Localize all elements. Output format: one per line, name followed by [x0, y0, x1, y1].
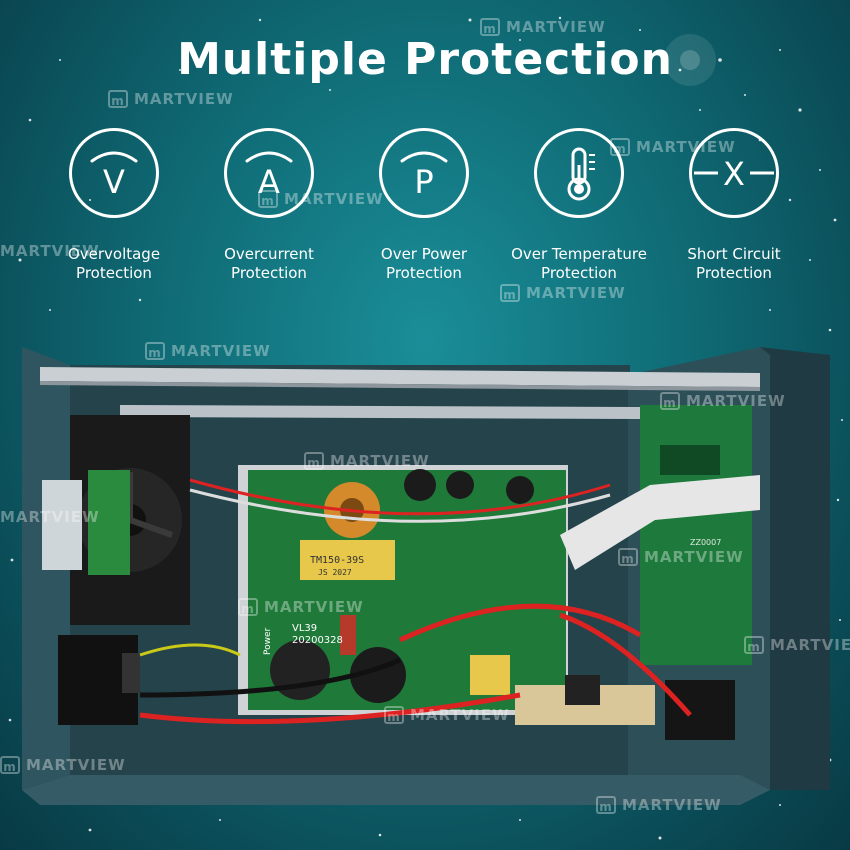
feature-label-line1: Overvoltage	[67, 245, 161, 263]
short-circuit-glyph: X	[723, 155, 745, 193]
transformer-sublabel: JS 2027	[318, 568, 352, 577]
feature-label-line2: Protection	[696, 264, 772, 282]
watermark-logo: MARTVIEW	[0, 508, 100, 526]
transformer-label: TM150-39S	[310, 555, 364, 566]
short-circuit-x-icon: X	[689, 128, 779, 218]
feature-label-line2: Protection	[231, 264, 307, 282]
feature-label-line1: Short Circuit	[687, 245, 781, 263]
power-glyph: P	[414, 163, 433, 201]
page-title: Multiple Protection	[177, 34, 673, 85]
thermometer-icon	[534, 128, 624, 218]
protection-feature-list: V Overvoltage Protection A Overcurrent P…	[36, 128, 816, 288]
feature-label-line1: Over Temperature	[511, 245, 647, 263]
current-a-icon: A	[224, 128, 314, 218]
feature-over-temperature: Over Temperature Protection	[501, 128, 657, 283]
feature-overvoltage: V Overvoltage Protection	[36, 128, 192, 283]
feature-label-line1: Overcurrent	[224, 245, 314, 263]
power-supply-interior-photo: TM150-39S JS 2027 VL39 20200328 Power ZZ…	[22, 347, 830, 805]
board-id-label: VL39	[292, 623, 317, 634]
voltage-v-icon: V	[69, 128, 159, 218]
feature-short-circuit: X Short Circuit Protection	[656, 128, 812, 283]
feature-overcurrent: A Overcurrent Protection	[191, 128, 347, 283]
watermark-logo: MARTVIEW	[0, 242, 100, 260]
feature-label-line2: Protection	[76, 264, 152, 282]
board-date-label: 20200328	[292, 635, 343, 646]
board-power-label: Power	[263, 627, 273, 655]
panel-board-label: ZZ0007	[690, 538, 721, 547]
feature-over-power: P Over Power Protection	[346, 128, 502, 283]
current-glyph: A	[258, 163, 280, 201]
power-p-icon: P	[379, 128, 469, 218]
feature-label-line2: Protection	[541, 264, 617, 282]
voltage-glyph: V	[103, 163, 125, 201]
feature-label-line2: Protection	[386, 264, 462, 282]
feature-label-line1: Over Power	[380, 245, 468, 263]
